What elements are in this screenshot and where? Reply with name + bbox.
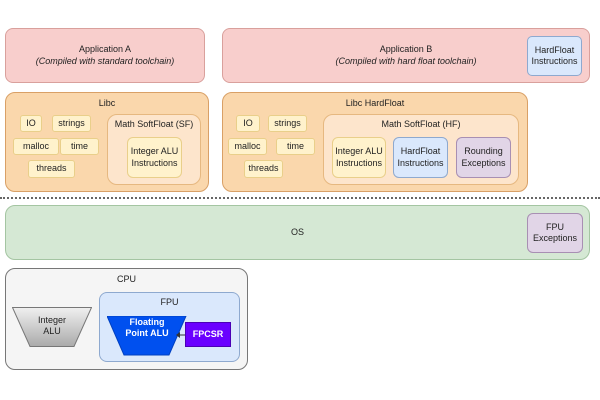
libc-strings: strings (52, 115, 91, 132)
app-b-hardfloat-instructions: HardFloat Instructions (527, 36, 582, 76)
application-b-subtitle: (Compiled with hard float toolchain) (335, 55, 477, 66)
integer-alu-shape (12, 307, 92, 347)
application-b-title: Application B (379, 44, 433, 55)
application-a-title: Application A (78, 44, 132, 55)
libc-integer-alu-instructions: Integer ALU Instructions (127, 137, 182, 178)
math-sf-title: Math SoftFloat (SF) (114, 119, 194, 129)
libc-time: time (60, 138, 99, 155)
os: OS (5, 205, 590, 260)
floating-point-alu-shape (107, 316, 187, 356)
floating-point-alu-label: Floating Point ALU (125, 317, 169, 338)
os-title: OS (290, 226, 304, 237)
cpu-title: CPU (116, 274, 136, 284)
libc-hf-time: time (276, 138, 315, 155)
libc-hf-title: Libc HardFloat (345, 98, 405, 108)
libc-hf-io: IO (236, 115, 260, 132)
libc-hf-integer-alu-instructions: Integer ALU Instructions (332, 137, 386, 178)
libc-hf-hardfloat-instructions: HardFloat Instructions (393, 137, 448, 178)
libc-malloc: malloc (13, 138, 59, 155)
math-hf-title: Math SoftFloat (HF) (381, 119, 461, 129)
libc-hf-rounding-exceptions: Rounding Exceptions (456, 137, 511, 178)
libc-threads: threads (28, 160, 75, 178)
fpu-exceptions: FPU Exceptions (527, 213, 583, 253)
kernel-user-divider (0, 197, 600, 199)
libc-io: IO (20, 115, 42, 132)
integer-alu-label: Integer ALU (37, 315, 67, 336)
libc-hf-strings: strings (268, 115, 307, 132)
libc-hf-malloc: malloc (228, 138, 267, 155)
libc-hf-threads: threads (244, 160, 283, 178)
fpcsr-to-alu-arrow (176, 332, 186, 338)
application-a-subtitle: (Compiled with standard toolchain) (35, 55, 175, 66)
application-a: Application A (Compiled with standard to… (5, 28, 205, 83)
fpcsr-register: FPCSR (185, 322, 231, 347)
fpu-title: FPU (160, 297, 179, 307)
libc-title: Libc (98, 98, 116, 108)
